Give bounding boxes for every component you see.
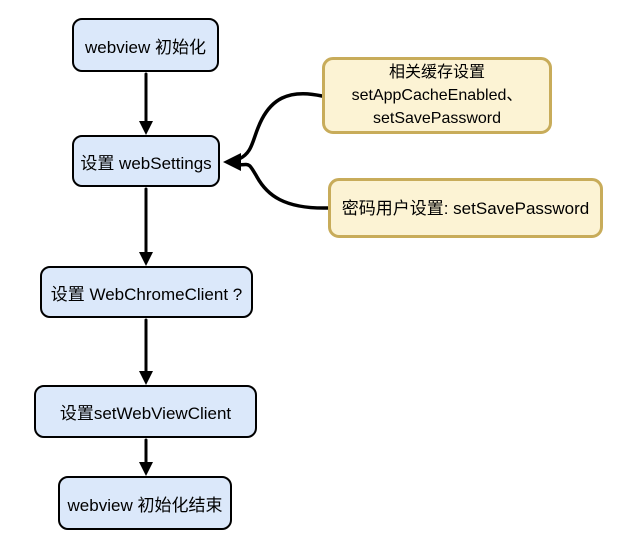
flow-node-webviewclient: 设置setWebViewClient	[34, 385, 257, 438]
flow-node-webview-init: webview 初始化	[72, 18, 219, 72]
arrow-websettings-to-webchromeclient	[139, 187, 153, 266]
flow-node-label: webview 初始化结束	[67, 495, 223, 515]
flow-node-label: 设置 WebChromeClient ?	[50, 284, 243, 304]
flow-node-label: 设置setWebViewClient	[59, 404, 232, 423]
arrow-webviewclient-to-end	[139, 438, 153, 476]
arrow-webchromeclient-to-webviewclient	[139, 318, 153, 385]
arrow-note-cache-to-websettings	[237, 91, 324, 161]
flow-node-webview-init-end: webview 初始化结束	[58, 476, 232, 530]
note-cache-settings: 相关缓存设置 setAppCacheEnabled、 setSavePasswo…	[322, 57, 552, 134]
note-password-settings: 密码用户设置: setSavePassword	[328, 178, 603, 238]
flow-node-websettings: 设置 webSettings	[72, 135, 220, 187]
arrowhead-into-websettings	[223, 153, 241, 171]
note-line: 密码用户设置: setSavePassword	[341, 198, 590, 218]
flow-node-label: 设置 webSettings	[80, 153, 212, 173]
arrow-init-to-websettings	[139, 72, 153, 135]
note-line: 相关缓存设置	[388, 64, 485, 81]
note-line: setSavePassword	[372, 110, 502, 127]
flow-node-label: webview 初始化	[85, 37, 206, 57]
note-line: setAppCacheEnabled、	[351, 87, 523, 104]
flow-node-webchromeclient: 设置 WebChromeClient ?	[40, 266, 253, 318]
arrow-note-password-to-websettings	[237, 162, 330, 210]
